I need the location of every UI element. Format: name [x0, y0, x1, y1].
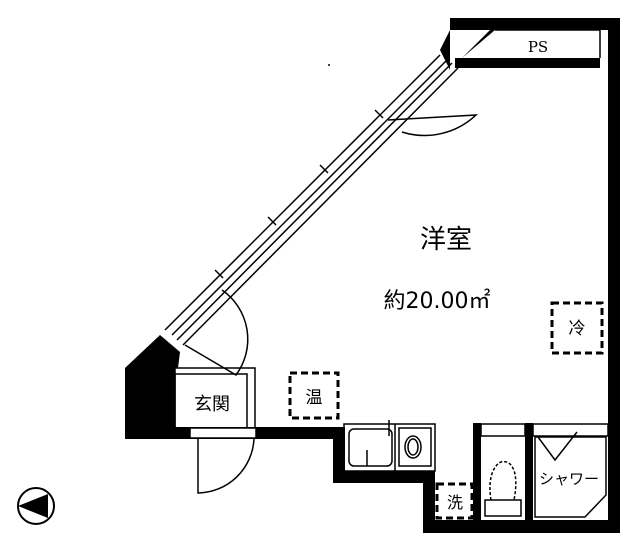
shower: シャワー — [532, 423, 609, 518]
entrance-door — [197, 438, 255, 494]
entrance-label: 玄関 — [194, 394, 230, 415]
entrance: 玄関 — [174, 367, 257, 494]
water-heater-label: 温 — [306, 388, 323, 408]
washer-label: 洗 — [447, 493, 463, 512]
stove — [398, 427, 432, 467]
walls — [125, 18, 620, 533]
ps-label: PS — [528, 38, 548, 56]
window-wall — [164, 54, 479, 376]
water-heater-space: 温 — [288, 371, 340, 420]
compass-icon — [17, 487, 55, 525]
fridge-label: 冷 — [569, 319, 586, 339]
toilet — [480, 423, 526, 517]
shower-label: シャワー — [539, 470, 599, 488]
fridge-space: 冷 — [550, 301, 604, 355]
kitchen — [343, 420, 436, 472]
room-area: 約20.00㎡ — [384, 288, 491, 314]
pipe-space: PS — [495, 29, 601, 58]
room-name: 洋室 — [420, 225, 472, 255]
washer-space: 洗 — [435, 482, 474, 520]
sink — [348, 428, 393, 467]
